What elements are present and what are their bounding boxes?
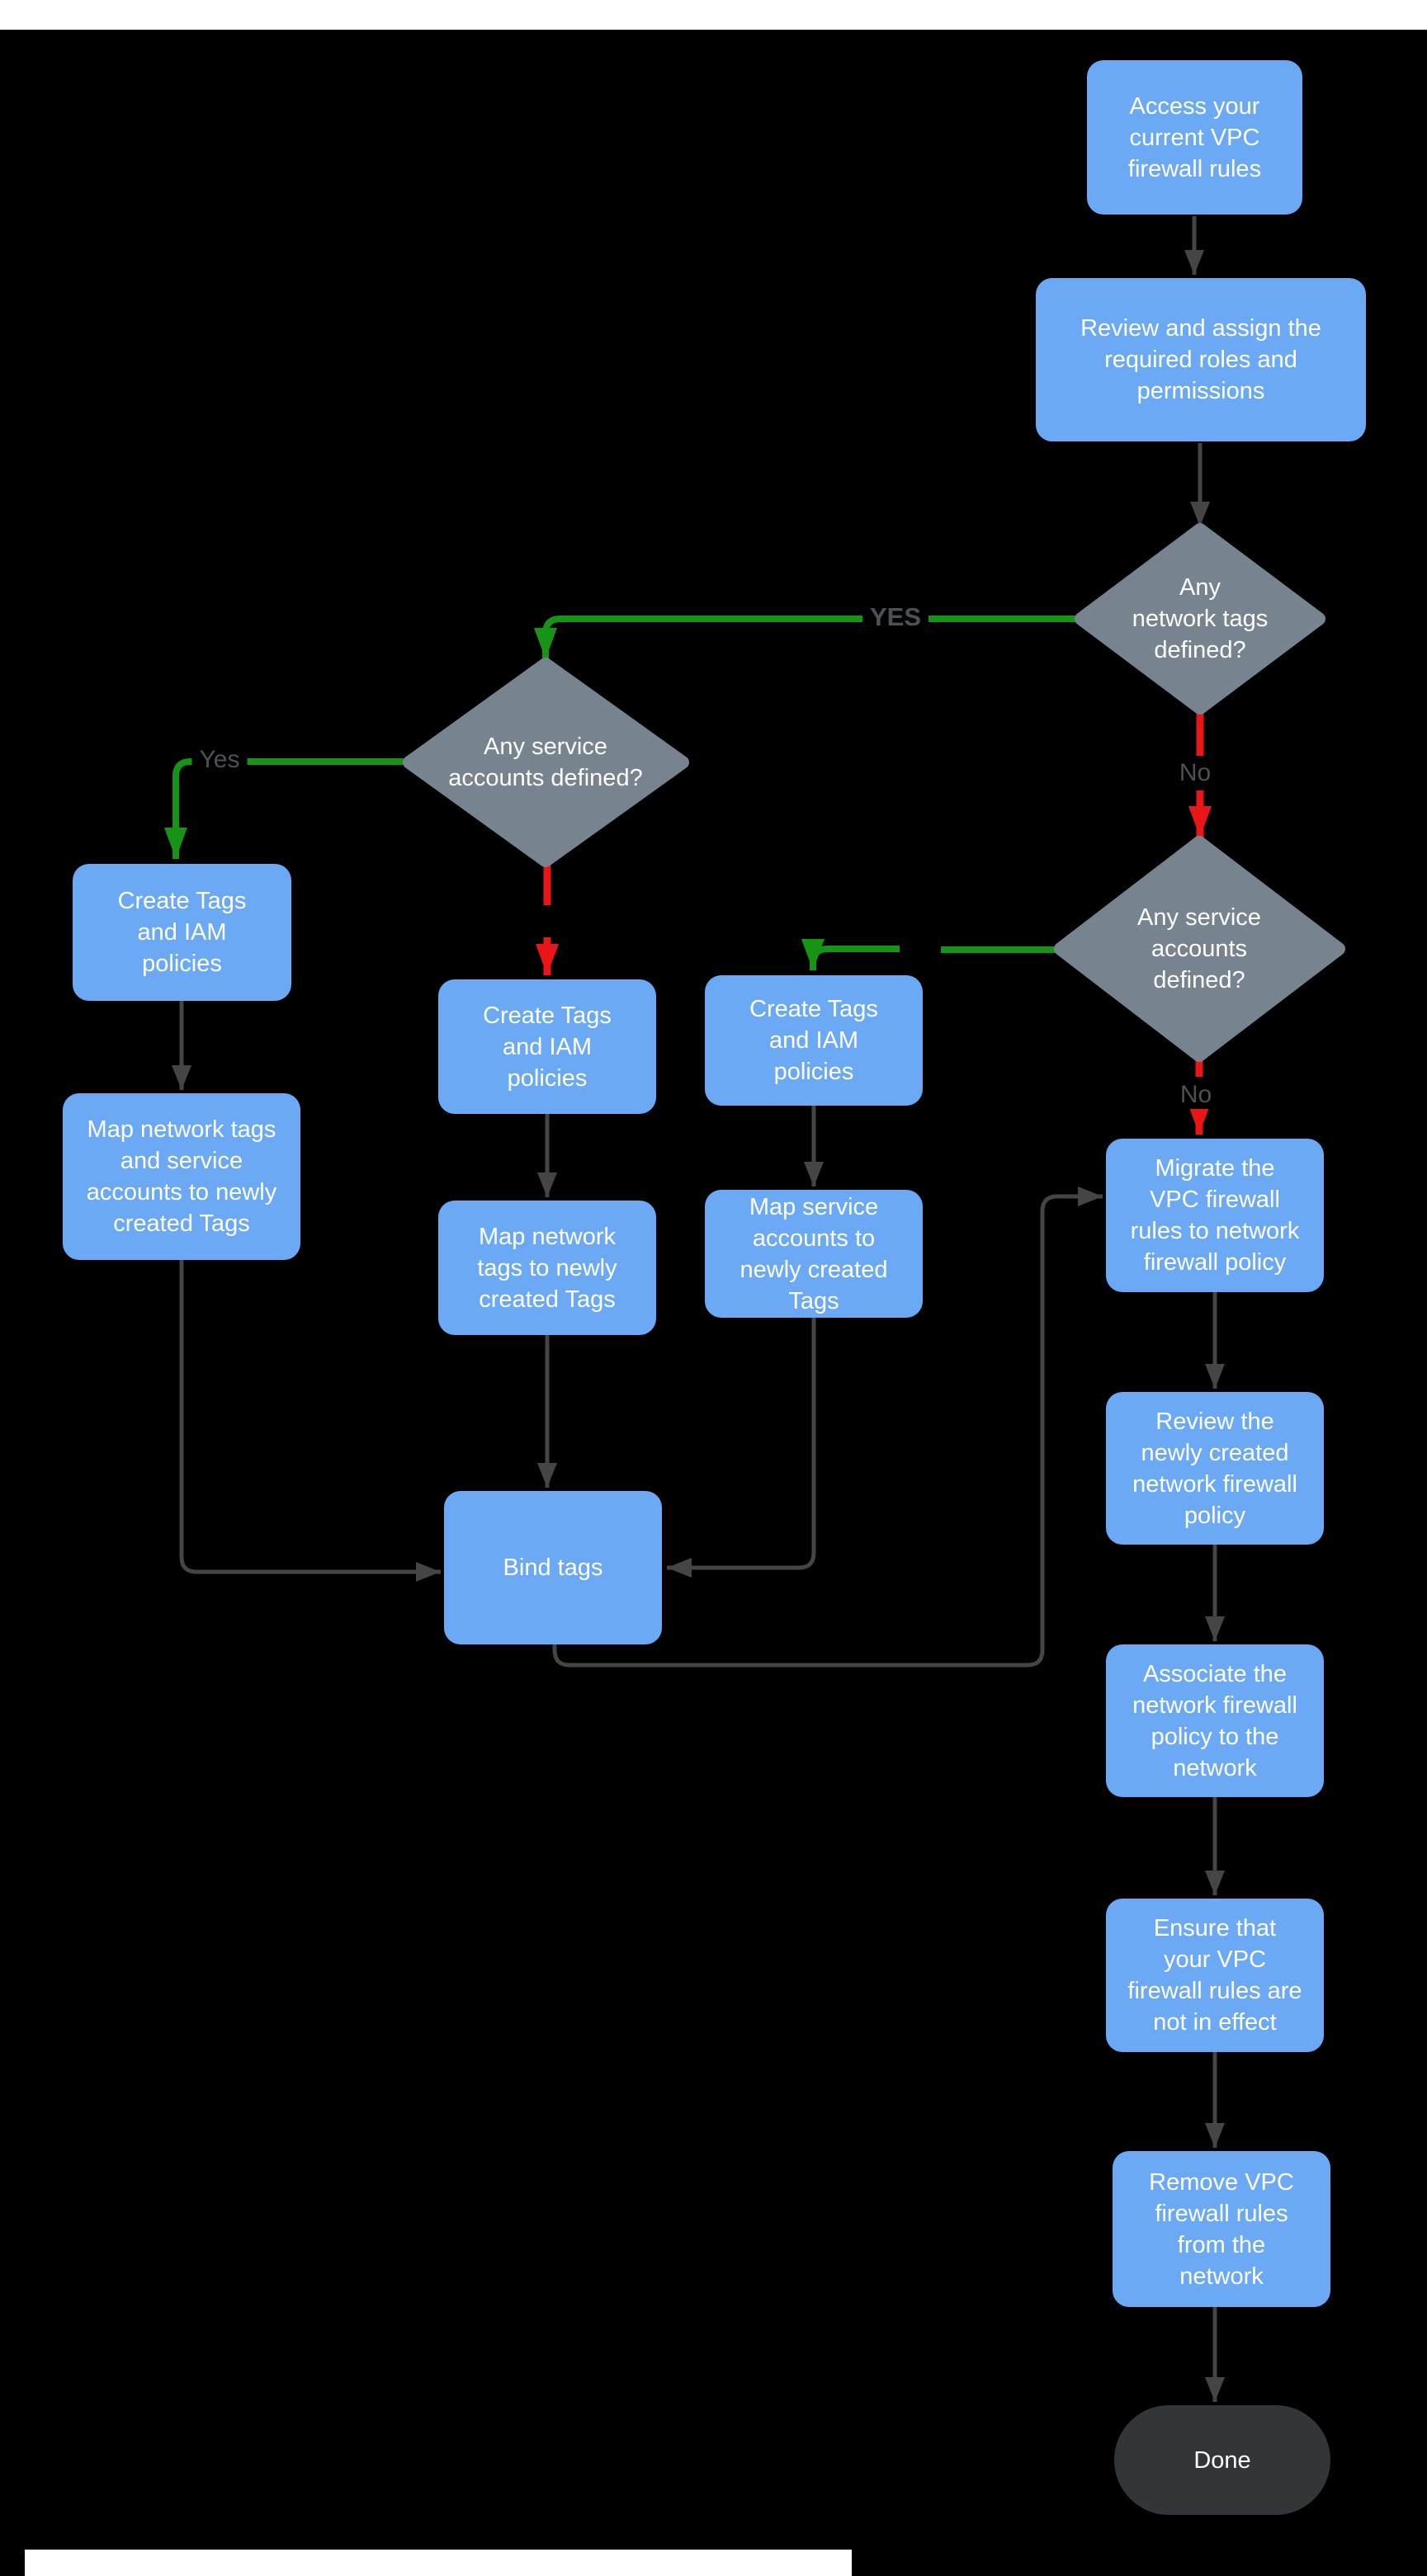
decision-service-accounts-right-shape <box>1054 836 1345 1062</box>
node-bind-tags: Bind tags <box>444 1491 662 1644</box>
node-map-network-and-service: Map network tags and service accounts to… <box>63 1093 300 1260</box>
decision-service-accounts-right-label: Any service accounts defined? <box>1137 904 1261 993</box>
node-done: Done <box>1114 2405 1330 2515</box>
node-access-vpc-firewall-rules: Access your current VPC firewall rules <box>1087 60 1302 215</box>
top-white-bar <box>0 0 1427 30</box>
node-create-tags-middle: Create Tags and IAM policies <box>438 979 656 1114</box>
edge-yes-serviceleft-to-createleft <box>164 758 409 859</box>
edge-label-yes-upper: YES <box>862 602 929 632</box>
edge-bind-to-migrate <box>552 1187 1103 1668</box>
edge-yes-serviceright-to-createright <box>801 939 900 970</box>
decision-service-accounts-left-label: Any service accounts defined? <box>448 734 643 791</box>
edge-mapright-to-bind <box>667 1318 816 1578</box>
node-create-tags-left: Create Tags and IAM policies <box>73 864 291 1001</box>
bottom-white-bar <box>25 2550 852 2576</box>
edge-yes-networktags-to-serviceleft <box>534 616 1081 659</box>
decision-service-accounts-left-shape <box>403 658 689 867</box>
node-ensure-rules-not-in-effect: Ensure that your VPC firewall rules are … <box>1106 1899 1324 2052</box>
edge-mapleft-to-bind <box>179 1260 441 1582</box>
node-create-tags-right: Create Tags and IAM policies <box>705 975 923 1106</box>
decision-network-tags-label: Any network tags defined? <box>1132 574 1269 663</box>
edge-label-no-lower: No <box>1172 1081 1220 1109</box>
node-map-service-accounts: Map service accounts to newly created Ta… <box>705 1190 923 1318</box>
node-map-network-tags: Map network tags to newly created Tags <box>438 1201 656 1335</box>
node-remove-vpc-rules: Remove VPC firewall rules from the netwo… <box>1113 2151 1330 2307</box>
node-review-firewall-policy: Review the newly created network firewal… <box>1106 1392 1324 1545</box>
node-migrate-vpc-rules: Migrate the VPC firewall rules to networ… <box>1106 1139 1324 1292</box>
edge-label-yes-left: Yes <box>191 746 248 774</box>
edge-label-no-upper: No <box>1171 759 1219 787</box>
node-associate-policy: Associate the network firewall policy to… <box>1106 1644 1324 1797</box>
node-review-roles-permissions: Review and assign the required roles and… <box>1036 278 1366 441</box>
decision-network-tags-shape <box>1075 523 1325 715</box>
